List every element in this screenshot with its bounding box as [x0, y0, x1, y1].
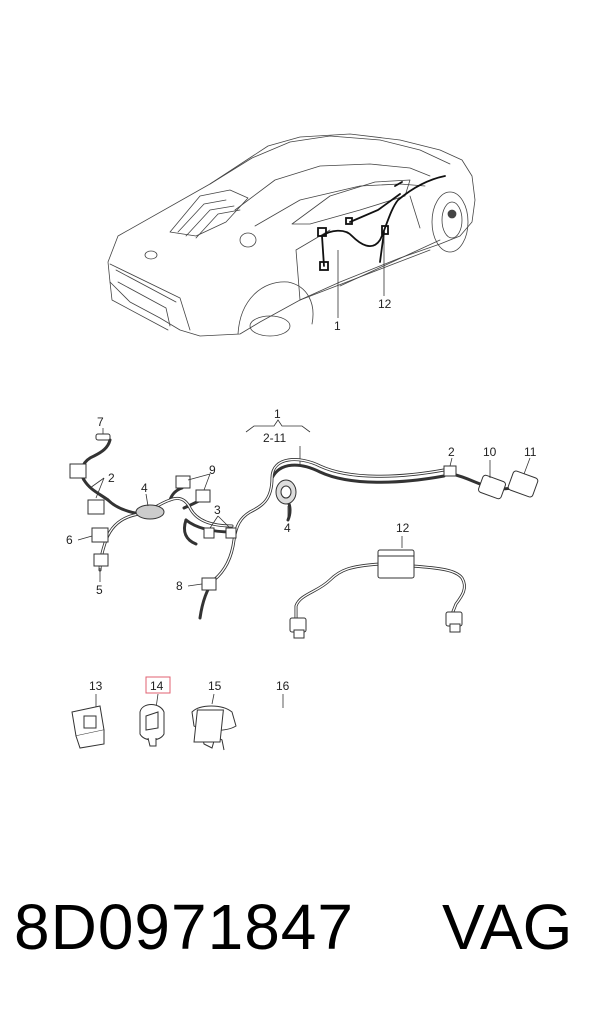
callout-leaders	[77, 428, 531, 587]
callout-15: 15	[208, 679, 222, 693]
callout-range: 2-11	[263, 431, 286, 445]
part-13-clip	[71, 705, 105, 749]
callout-6: 6	[66, 533, 73, 547]
car-illustration	[107, 133, 476, 337]
callout-3: 3	[214, 503, 221, 517]
part-number: 8D0971847	[14, 891, 354, 963]
parts-diagram: 1 12 1 2-11	[66, 133, 539, 751]
callout-bracket	[245, 419, 311, 433]
callout-14-highlight	[145, 676, 171, 694]
callout-7: 7	[97, 415, 104, 429]
part-12-components	[289, 549, 463, 639]
brand-name: VAG	[442, 891, 573, 963]
callout-11: 11	[524, 445, 537, 459]
part-16-pad	[193, 709, 224, 743]
part-14-clip	[139, 704, 165, 747]
callout-16: 16	[276, 679, 290, 693]
callout-14: 14	[150, 679, 164, 693]
callout-main-1: 1	[274, 407, 281, 421]
callout-car-12: 12	[378, 297, 392, 311]
callout-4-left: 4	[141, 481, 148, 495]
callout-10: 10	[483, 445, 497, 459]
harness-connectors	[69, 433, 539, 591]
callout-5: 5	[96, 583, 103, 597]
callout-8: 8	[176, 579, 183, 593]
callout-4-right: 4	[284, 521, 291, 535]
callout-12: 12	[396, 521, 410, 535]
callout-car-1: 1	[334, 319, 341, 333]
callout-9: 9	[209, 463, 216, 477]
car-harness-route	[317, 175, 446, 271]
part-12-cable-inner	[295, 563, 466, 620]
callout-2-left: 2	[108, 471, 115, 485]
callout-13: 13	[89, 679, 103, 693]
callout-2-right: 2	[448, 445, 455, 459]
